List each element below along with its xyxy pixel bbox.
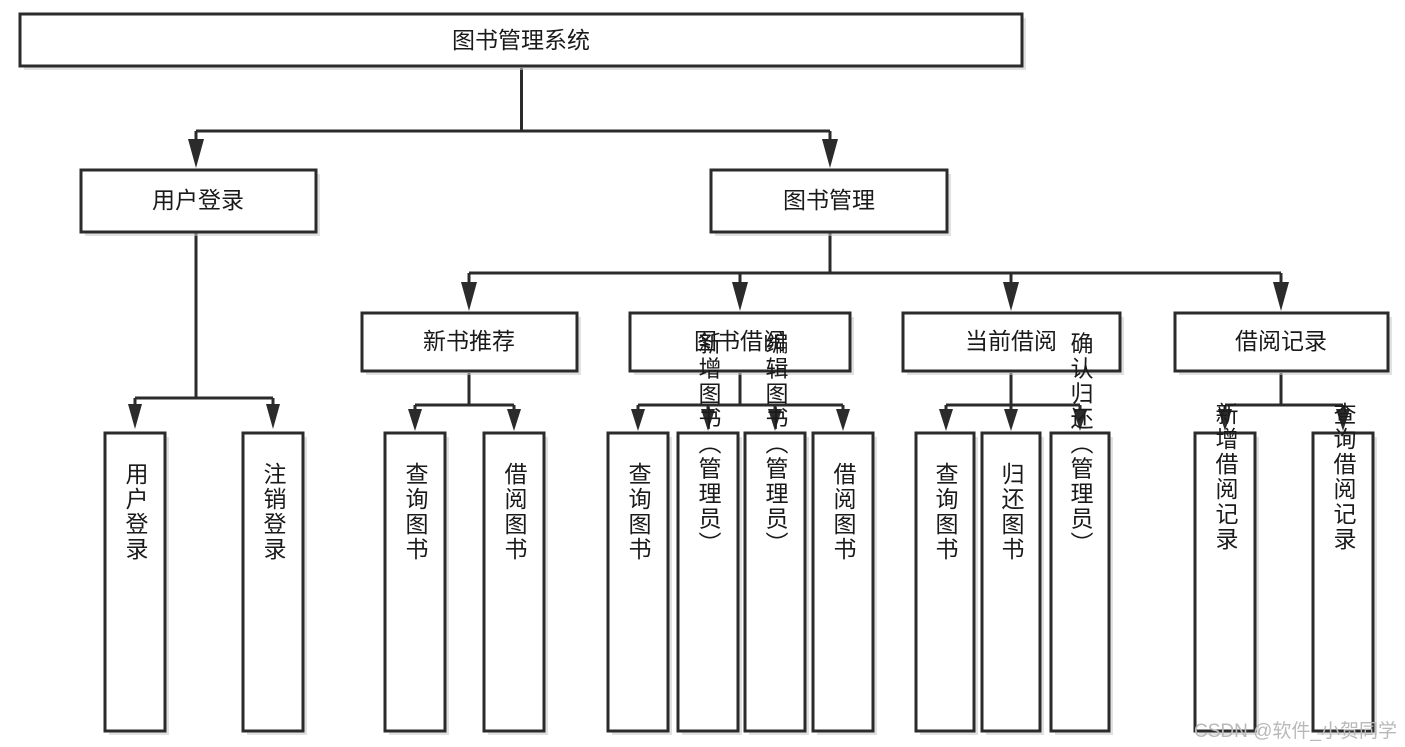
node-leaf-borrow-book-2[interactable]: 借阅图书 bbox=[811, 431, 877, 735]
arrow-head-leaf-edit-book bbox=[768, 409, 782, 431]
node-borrow-record-label: 借阅记录 bbox=[1235, 328, 1327, 354]
arrow-head-leaf-borrow-book-2 bbox=[836, 409, 850, 431]
node-current-borrow-box[interactable] bbox=[901, 311, 1122, 373]
arrow-head-book-borrow bbox=[732, 282, 748, 311]
node-book-borrow-box[interactable] bbox=[628, 311, 852, 373]
node-leaf-query-book-3-box[interactable] bbox=[914, 431, 976, 733]
node-current-borrow[interactable]: 当前借阅 bbox=[901, 311, 1124, 375]
arrow-head-leaf-return-book bbox=[1004, 409, 1018, 431]
node-book-borrow-label: 图书借阅 bbox=[694, 328, 786, 354]
node-leaf-confirm-return-label: 确认归还（管理员） bbox=[1067, 332, 1094, 557]
node-user-login-label: 用户登录 bbox=[152, 187, 244, 213]
node-leaf-borrow-book-1-box[interactable] bbox=[482, 431, 546, 733]
node-book-management-box[interactable] bbox=[709, 168, 949, 234]
node-leaf-edit-book[interactable]: 编辑图书（管理员） bbox=[743, 332, 809, 736]
node-leaf-add-book-box[interactable] bbox=[676, 431, 740, 733]
node-leaf-user-login[interactable]: 用户登录 bbox=[103, 431, 169, 735]
node-leaf-user-logout-label: 注销登录 bbox=[260, 462, 287, 562]
node-leaf-borrow-book-2-box[interactable] bbox=[811, 431, 875, 733]
node-root-box[interactable] bbox=[18, 12, 1024, 68]
node-user-login[interactable]: 用户登录 bbox=[79, 168, 320, 236]
arrow-head-new-book-recommend bbox=[461, 282, 477, 311]
arrow-head-borrow-record bbox=[1273, 282, 1289, 311]
arrow-head-user-login bbox=[188, 139, 204, 168]
node-book-management-label: 图书管理 bbox=[783, 187, 875, 213]
node-borrow-record[interactable]: 借阅记录 bbox=[1173, 311, 1392, 375]
node-leaf-add-record-box[interactable] bbox=[1193, 431, 1257, 733]
node-leaf-query-book-2-box[interactable] bbox=[606, 431, 670, 733]
node-leaf-query-book-1[interactable]: 查询图书 bbox=[383, 431, 449, 735]
arrow-head-leaf-query-record bbox=[1336, 409, 1350, 431]
node-book-management[interactable]: 图书管理 bbox=[709, 168, 951, 236]
node-leaf-query-book-3[interactable]: 查询图书 bbox=[914, 431, 978, 735]
node-leaf-add-book-label: 新增图书（管理员） bbox=[695, 332, 722, 557]
node-new-book-recommend[interactable]: 新书推荐 bbox=[360, 311, 581, 375]
node-leaf-borrow-book-1-label: 借阅图书 bbox=[501, 462, 528, 562]
node-leaf-return-book-box[interactable] bbox=[980, 431, 1042, 733]
arrow-head-leaf-query-book-2 bbox=[631, 409, 645, 431]
node-leaf-confirm-return-box[interactable] bbox=[1049, 431, 1111, 733]
node-root[interactable]: 图书管理系统 bbox=[18, 12, 1026, 70]
node-leaf-user-logout[interactable]: 注销登录 bbox=[241, 431, 307, 735]
arrow-head-leaf-user-logout bbox=[266, 404, 280, 429]
node-borrow-record-box[interactable] bbox=[1173, 311, 1390, 373]
arrow-head-leaf-add-book bbox=[701, 409, 715, 431]
arrow-head-leaf-borrow-book-1 bbox=[507, 409, 521, 431]
node-leaf-add-book[interactable]: 新增图书（管理员） bbox=[676, 332, 742, 736]
node-leaf-edit-book-label: 编辑图书（管理员） bbox=[762, 332, 789, 557]
arrow-head-book-management bbox=[822, 139, 838, 168]
node-current-borrow-label: 当前借阅 bbox=[965, 328, 1057, 354]
arrow-head-leaf-query-book-3 bbox=[939, 409, 953, 431]
arrow-head-leaf-query-book-1 bbox=[408, 409, 422, 431]
node-leaf-query-book-2-label: 查询图书 bbox=[625, 462, 652, 562]
node-leaf-query-record-label: 查询借阅记录 bbox=[1330, 402, 1357, 552]
node-leaf-query-book-1-box[interactable] bbox=[383, 431, 447, 733]
connector-layer bbox=[128, 68, 1350, 431]
node-leaf-add-record-label: 新增借阅记录 bbox=[1212, 402, 1239, 552]
node-leaf-query-book-1-label: 查询图书 bbox=[402, 462, 429, 562]
arrow-head-leaf-user-login bbox=[128, 404, 142, 429]
node-leaf-borrow-book-2-label: 借阅图书 bbox=[830, 462, 857, 562]
node-leaf-edit-book-box[interactable] bbox=[743, 431, 807, 733]
node-new-book-recommend-box[interactable] bbox=[360, 311, 579, 373]
node-leaf-query-record[interactable]: 查询借阅记录 bbox=[1311, 402, 1377, 735]
node-root-label: 图书管理系统 bbox=[452, 27, 590, 53]
node-leaf-confirm-return[interactable]: 确认归还（管理员） bbox=[1049, 332, 1113, 736]
arrow-head-current-borrow bbox=[1003, 282, 1019, 311]
node-leaf-borrow-book-1[interactable]: 借阅图书 bbox=[482, 431, 548, 735]
node-leaf-return-book-label: 归还图书 bbox=[998, 462, 1025, 562]
arrow-head-leaf-confirm-return bbox=[1073, 409, 1087, 431]
node-user-login-box[interactable] bbox=[79, 168, 318, 234]
node-leaf-user-login-box[interactable] bbox=[103, 431, 167, 733]
node-leaf-query-book-3-label: 查询图书 bbox=[932, 462, 959, 562]
node-leaf-user-logout-box[interactable] bbox=[241, 431, 305, 733]
node-book-borrow[interactable]: 图书借阅 bbox=[628, 311, 854, 375]
node-leaf-query-record-box[interactable] bbox=[1311, 431, 1375, 733]
node-new-book-recommend-label: 新书推荐 bbox=[423, 328, 515, 354]
node-leaf-add-record[interactable]: 新增借阅记录 bbox=[1193, 402, 1259, 735]
node-leaf-user-login-label: 用户登录 bbox=[122, 462, 149, 562]
node-leaf-return-book[interactable]: 归还图书 bbox=[980, 431, 1044, 735]
arrow-head-leaf-add-record bbox=[1218, 409, 1232, 431]
node-leaf-query-book-2[interactable]: 查询图书 bbox=[606, 431, 672, 735]
